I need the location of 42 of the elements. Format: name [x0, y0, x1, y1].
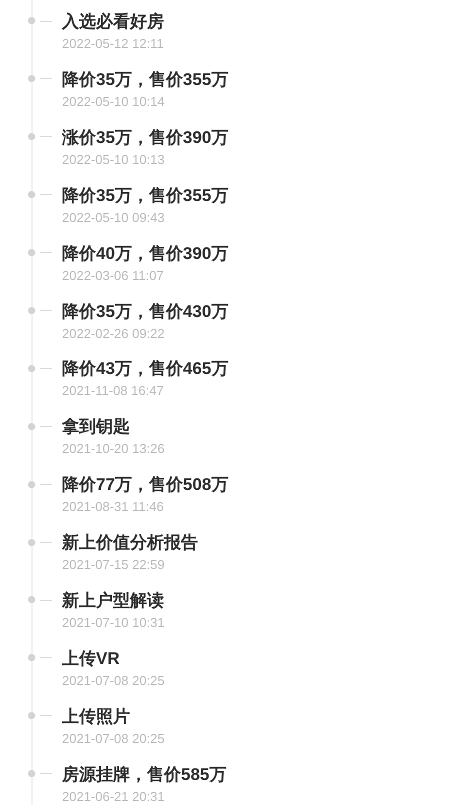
event-title: 入选必看好房 [62, 12, 164, 32]
event-time: 2021-10-20 13:26 [62, 441, 165, 458]
event-title: 降价35万，售价355万 [62, 70, 228, 90]
event-title: 降价77万，售价508万 [62, 475, 228, 496]
event-time: 2022-02-26 09:22 [62, 326, 165, 342]
timeline-dot [28, 654, 36, 662]
timeline-dot [28, 191, 36, 198]
timeline-dot [28, 770, 36, 778]
timeline-dot [28, 17, 36, 25]
timeline-dot [28, 306, 36, 314]
event-title: 降价40万，售价390万 [62, 244, 228, 264]
event-time: 2022-05-10 09:43 [62, 210, 165, 226]
event-title: 新上价值分析报告 [62, 533, 198, 554]
event-time: 2022-05-10 10:13 [62, 152, 165, 168]
timeline-dot [28, 364, 36, 372]
timeline-dot [28, 422, 36, 430]
timeline-dot [28, 538, 36, 546]
event-title: 拿到钥匙 [62, 417, 130, 438]
event-time: 2021-07-08 20:25 [62, 730, 165, 747]
event-title: 新上户型解读 [62, 591, 164, 611]
event-title: 降价35万，售价430万 [62, 302, 228, 322]
timeline-dot [28, 249, 36, 256]
event-title: 涨价35万，售价390万 [62, 128, 228, 148]
event-title: 上传VR [62, 648, 120, 669]
event-time: 2021-08-31 11:46 [62, 499, 164, 516]
event-time: 2022-05-12 12:11 [62, 36, 164, 52]
event-time: 2022-05-10 10:14 [62, 94, 165, 110]
event-title: 房源挂牌，售价585万 [62, 764, 226, 785]
event-time: 2021-07-10 10:31 [62, 615, 165, 631]
timeline-dot [28, 133, 36, 140]
event-time: 2021-07-15 22:59 [62, 557, 165, 574]
event-time: 2021-11-08 16:47 [62, 383, 164, 400]
event-time: 2021-07-08 20:25 [62, 672, 165, 689]
timeline-dot [28, 75, 36, 82]
event-time: 2021-06-21 20:31 [62, 788, 165, 805]
event-time: 2022-03-06 11:07 [62, 268, 164, 284]
timeline-dot [28, 480, 36, 488]
timeline-dot [28, 596, 36, 604]
event-title: 降价35万，售价355万 [62, 186, 228, 206]
event-title: 降价43万，售价465万 [62, 359, 228, 380]
timeline-dot [28, 712, 36, 720]
event-title: 上传照片 [62, 706, 130, 727]
